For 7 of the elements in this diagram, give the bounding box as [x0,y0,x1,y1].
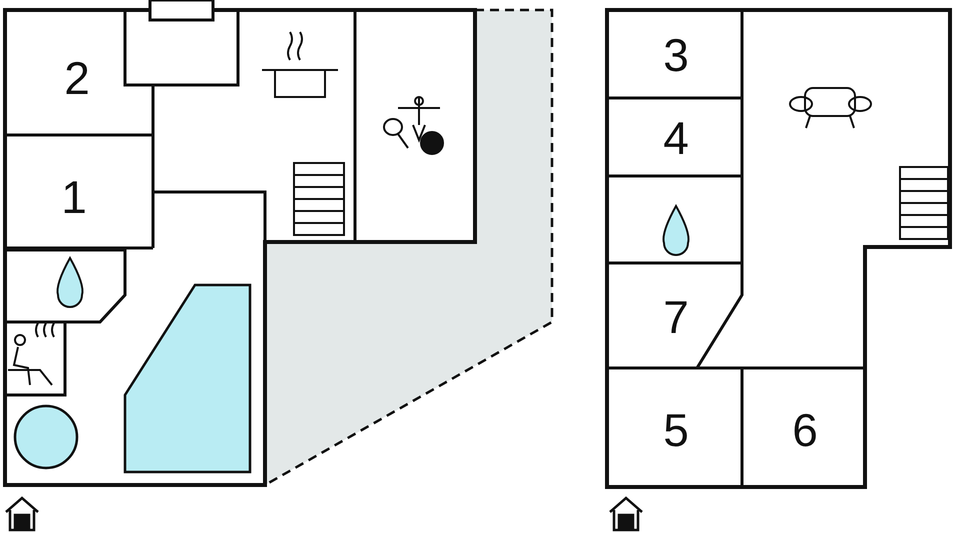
room-number: 2 [64,55,90,101]
room-number: 4 [663,115,689,161]
room-number: 5 [663,407,689,453]
room-number: 6 [792,407,818,453]
room-number: 1 [61,174,87,220]
room-number: 3 [663,32,689,78]
room-number: 7 [663,294,689,340]
